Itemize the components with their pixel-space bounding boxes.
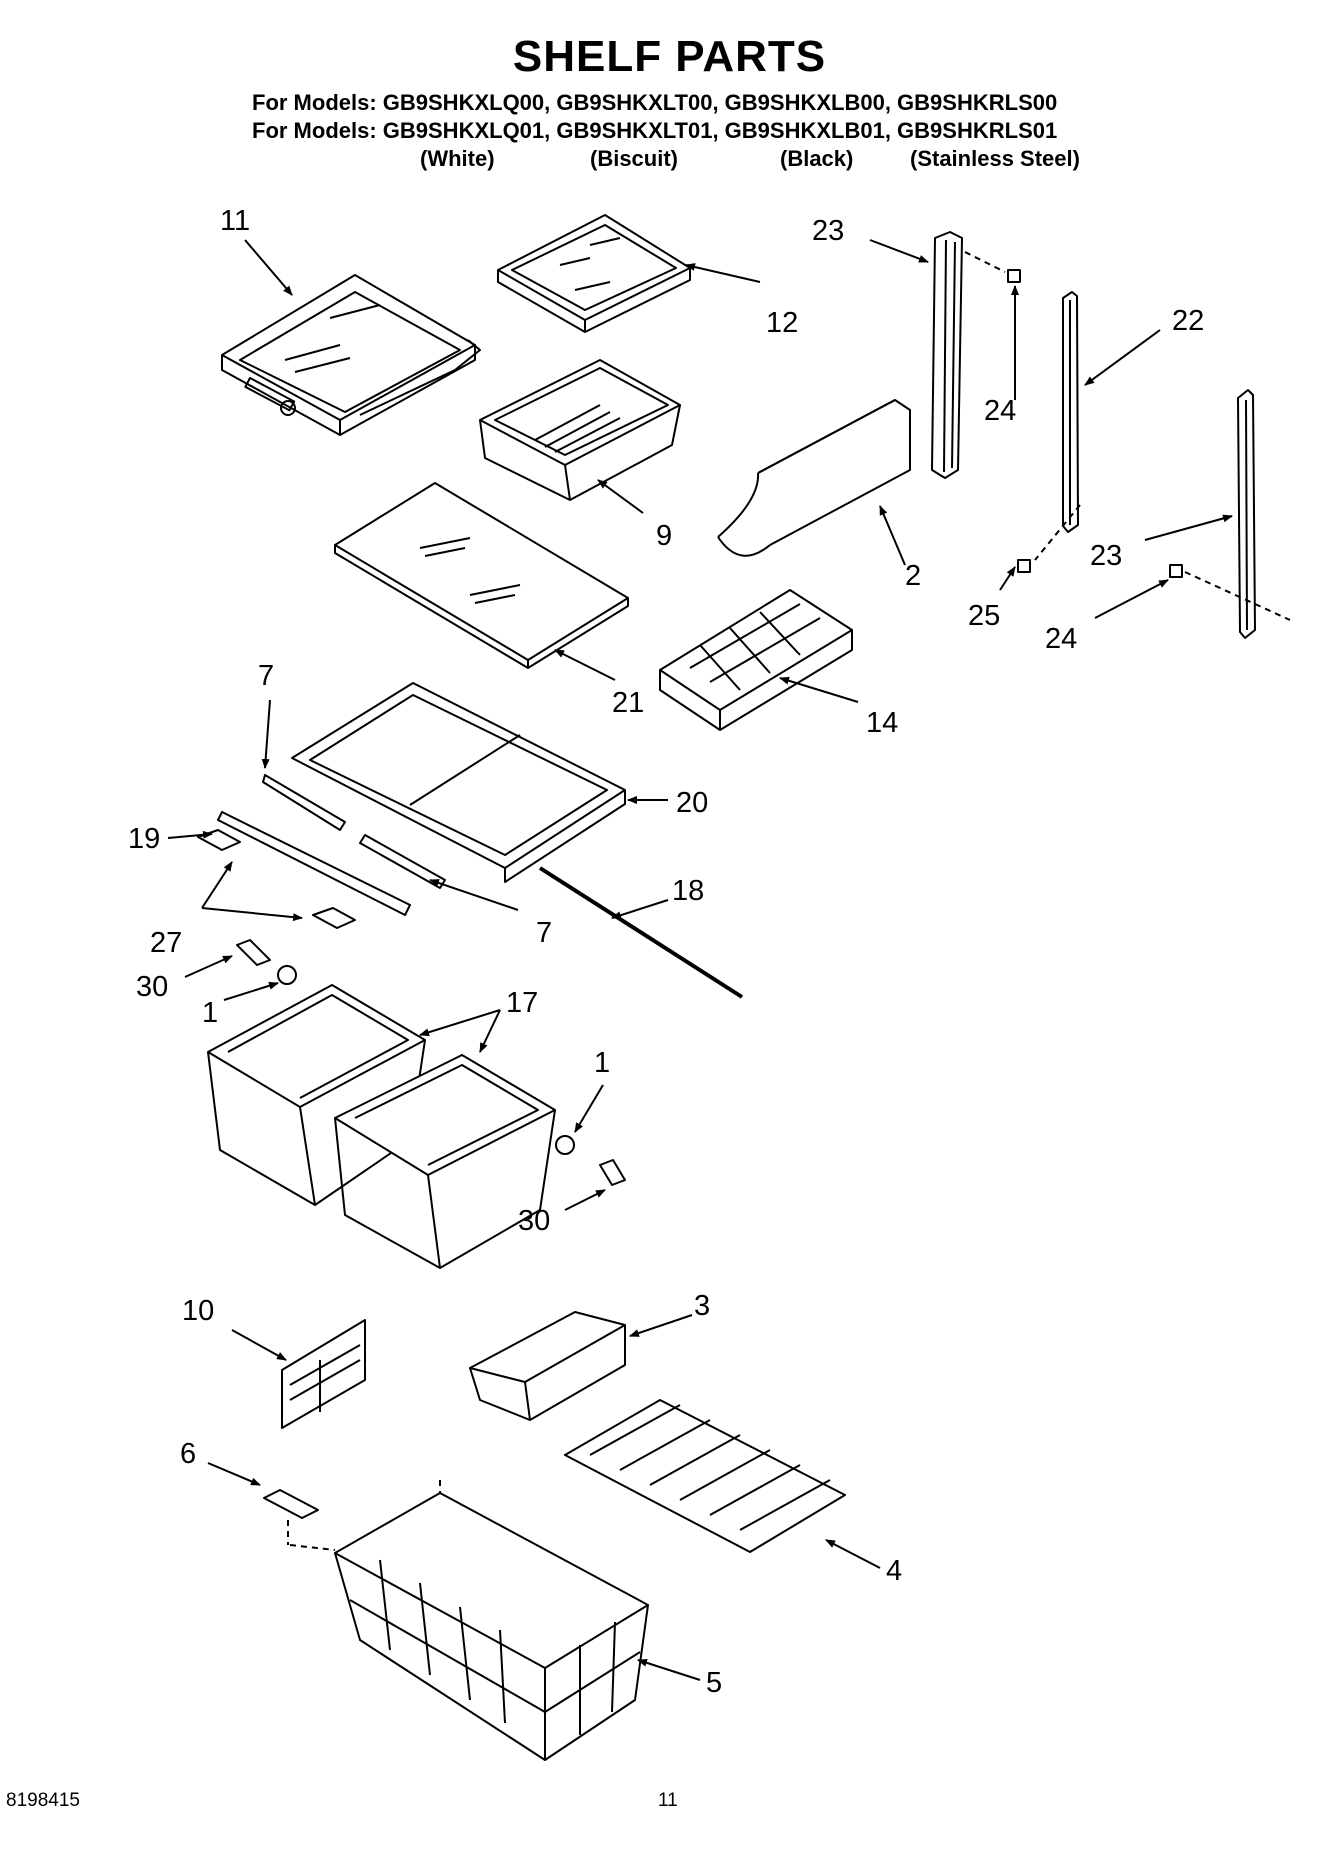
wire-shelf-part (564, 1399, 846, 1553)
callout-label: 30 (518, 1205, 550, 1237)
callout-label: 30 (136, 971, 168, 1003)
callout-label: 25 (968, 600, 1000, 632)
callout-label: 19 (128, 823, 160, 855)
callout-label: 12 (766, 307, 798, 339)
models-line-2: For Models: GB9SHKXLQ01, GB9SHKXLT01, GB… (252, 118, 1058, 143)
callout-label: 2 (905, 560, 921, 592)
roller-part (263, 1489, 319, 1519)
crisper-drawer-part (207, 984, 556, 1269)
callout-label: 11 (220, 205, 250, 237)
callout-label: 7 (258, 660, 274, 692)
models-line-1: For Models: GB9SHKXLQ00, GB9SHKXLT00, GB… (252, 90, 1058, 115)
callout-label: 9 (656, 520, 672, 552)
curved-cover-part (717, 399, 911, 557)
callout-label: 23 (812, 215, 844, 247)
color-stainless-steel: (Stainless Steel) (910, 146, 1080, 171)
color-variants: (White) (Biscuit) (Black) (Stainless Ste… (0, 146, 1339, 176)
shelf-rail-part (1237, 389, 1256, 639)
document-number: 8198415 (6, 1790, 80, 1811)
callout-label: 1 (594, 1047, 610, 1079)
callout-label: 27 (150, 927, 182, 959)
fastener-part (236, 939, 626, 1186)
glass-panel-part (334, 482, 629, 669)
callout-label: 24 (984, 395, 1016, 427)
callout-label: 1 (202, 997, 218, 1029)
page-number: 11 (658, 1790, 678, 1811)
shelf-rail-part (931, 231, 963, 479)
callout-label: 22 (1172, 305, 1204, 337)
color-white: (White) (420, 146, 495, 171)
callout-label: 23 (1090, 540, 1122, 572)
callout-label: 6 (180, 1438, 196, 1470)
callout-label: 20 (676, 787, 708, 819)
shelf-rail-part (1062, 291, 1079, 533)
page-header: SHELF PARTS For Models: GB9SHKXLQ00, GB9… (0, 0, 1339, 180)
callout-labels: 11 12 23 24 22 9 2 23 25 24 21 14 7 20 1… (128, 205, 1204, 1699)
callout-label: 3 (694, 1290, 710, 1322)
page-title: SHELF PARTS (512, 32, 827, 81)
small-bin-part (469, 1311, 626, 1421)
callout-label: 21 (612, 687, 644, 719)
trim-part (217, 774, 446, 916)
screw-part (1007, 269, 1183, 578)
callout-label: 5 (706, 1667, 722, 1699)
wire-basket-part (334, 1492, 649, 1761)
callout-label: 18 (672, 875, 704, 907)
callout-label: 14 (866, 707, 898, 739)
callout-label: 10 (182, 1295, 214, 1327)
color-biscuit: (Biscuit) (590, 146, 678, 171)
freezer-bin-part (479, 359, 681, 501)
glass-shelf-part (497, 214, 691, 333)
callout-label: 24 (1045, 623, 1077, 655)
crisper-cover-frame-part (291, 682, 626, 883)
color-black: (Black) (780, 146, 854, 171)
callout-label: 7 (536, 917, 552, 949)
divider-part (281, 1319, 366, 1429)
ice-tray-part (659, 589, 853, 731)
callout-label: 17 (506, 987, 538, 1019)
rod-part (538, 866, 744, 999)
leader-arrows (167, 239, 1233, 1681)
callout-label: 4 (886, 1555, 902, 1587)
cantilever-shelf-part (221, 274, 481, 436)
